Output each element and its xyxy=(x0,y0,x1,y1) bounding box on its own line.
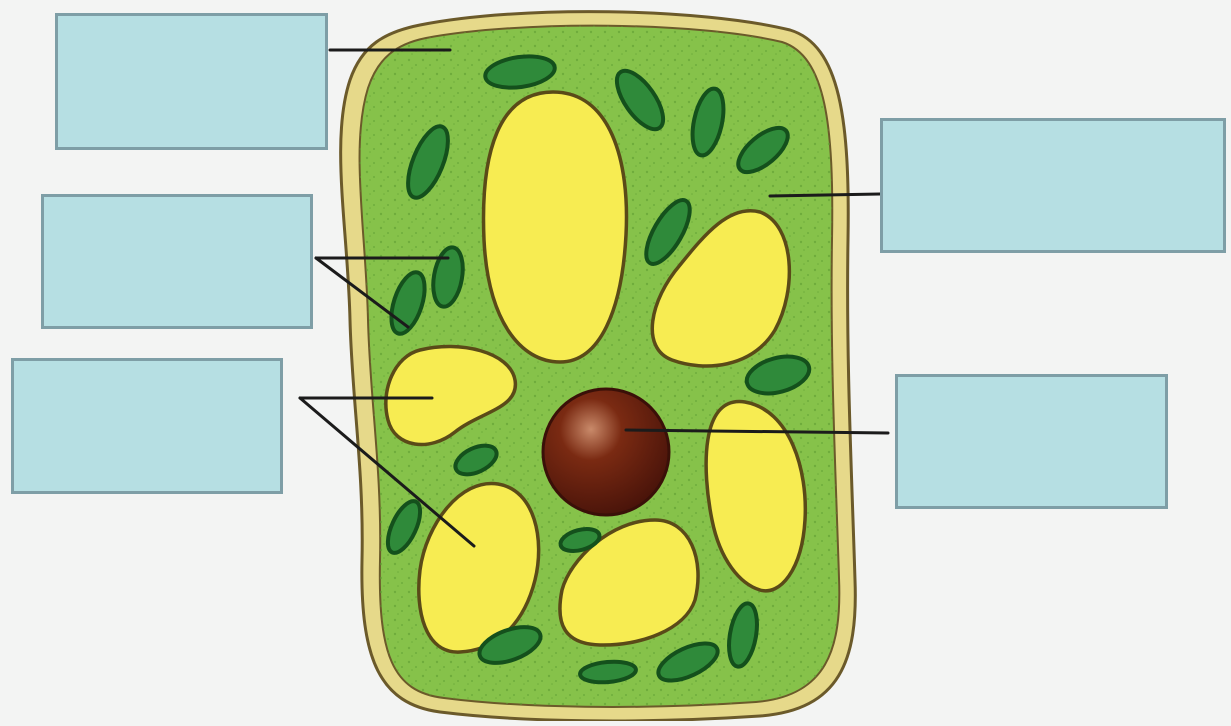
label-box-membrane[interactable] xyxy=(55,13,328,150)
label-box-vacuoles[interactable] xyxy=(11,358,283,494)
label-box-chloroplasts[interactable] xyxy=(41,194,313,329)
nucleus xyxy=(543,389,669,515)
leader-line-cytoplasm xyxy=(770,194,880,196)
vacuole xyxy=(484,92,627,362)
label-box-cytoplasm[interactable] xyxy=(880,118,1226,253)
label-box-nucleus[interactable] xyxy=(895,374,1168,509)
